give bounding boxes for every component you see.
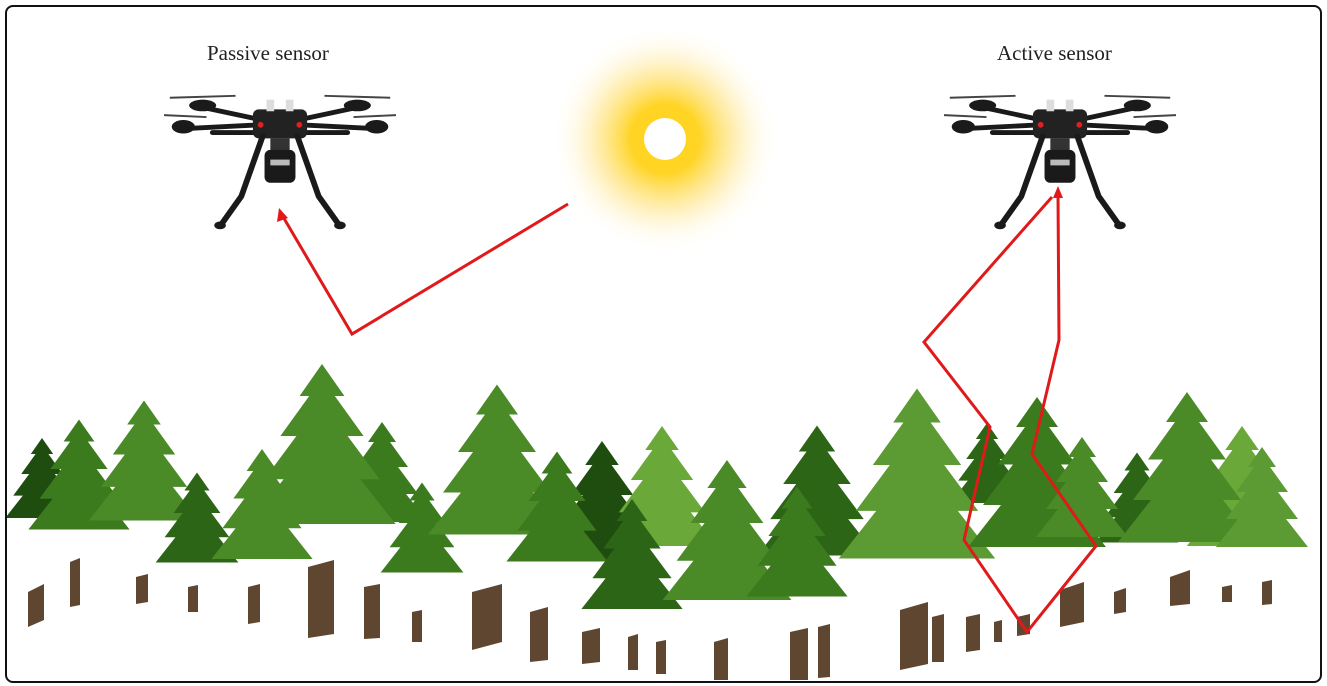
active-signal-path [922, 186, 1098, 635]
diagram-frame: Passive sensor Active sensor [5, 5, 1322, 683]
passive-sensor-label: Passive sensor [207, 41, 329, 65]
active-sensor-label: Active sensor [997, 41, 1112, 65]
tree-trunks [28, 558, 1272, 680]
active-drone-icon [944, 96, 1176, 229]
diagram-canvas [7, 24, 1308, 680]
passive-signal-path [277, 202, 569, 337]
sun-icon [550, 24, 780, 254]
